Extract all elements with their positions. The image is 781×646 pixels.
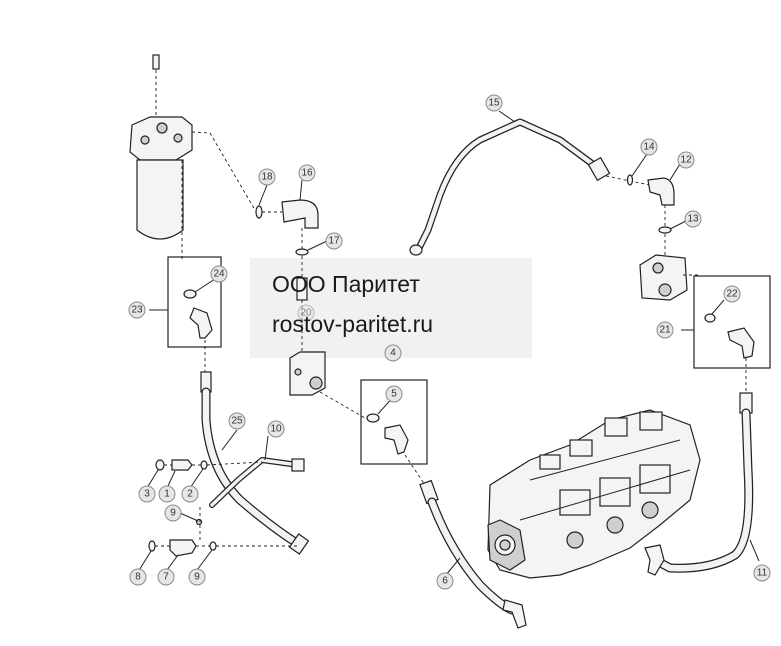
detail-box-23 bbox=[167, 256, 222, 375]
callout-25: 25 bbox=[228, 412, 246, 430]
callout-2: 2 bbox=[181, 485, 199, 503]
callout-20-label: 20 bbox=[300, 308, 312, 319]
callout-21: 21 bbox=[656, 321, 674, 339]
callout-8-label: 8 bbox=[135, 572, 141, 583]
callout-12: 12 bbox=[677, 151, 695, 169]
watermark-company-name: ООО Паритет bbox=[272, 271, 420, 297]
callout-6: 6 bbox=[436, 572, 454, 590]
callout-22: 22 bbox=[723, 285, 741, 303]
callout-9-upper-label: 9 bbox=[170, 508, 176, 519]
callout-9-lower: 9 bbox=[188, 568, 206, 586]
callout-12-label: 12 bbox=[680, 155, 692, 166]
callout-21-label: 21 bbox=[659, 325, 671, 336]
callout-23-label: 23 bbox=[131, 305, 143, 316]
callout-24: 24 bbox=[210, 265, 228, 283]
callout-7: 7 bbox=[157, 568, 175, 586]
callout-18: 18 bbox=[258, 168, 276, 186]
callout-9-lower-label: 9 bbox=[194, 572, 200, 583]
callout-20: 20 bbox=[297, 304, 315, 322]
callout-22-label: 22 bbox=[726, 289, 738, 300]
filter-assembly bbox=[129, 54, 256, 262]
callout-13: 13 bbox=[684, 210, 702, 228]
callout-24-label: 24 bbox=[213, 269, 225, 280]
callout-18-label: 18 bbox=[261, 172, 273, 183]
elbow-fitting-16 bbox=[255, 199, 319, 352]
callout-14: 14 bbox=[640, 138, 658, 156]
callout-9-upper: 9 bbox=[164, 504, 182, 522]
fitting-group-12-13-14 bbox=[626, 174, 675, 258]
detail-box-21 bbox=[693, 275, 771, 395]
fitting-group-7-8-9 bbox=[148, 507, 300, 557]
callout-2-label: 2 bbox=[187, 489, 193, 500]
watermark-background bbox=[250, 258, 532, 358]
block-21 bbox=[639, 254, 700, 301]
tube-10 bbox=[209, 457, 305, 508]
callout-7-label: 7 bbox=[163, 572, 169, 583]
callout-10: 10 bbox=[267, 420, 285, 438]
callout-4: 4 bbox=[384, 344, 402, 362]
tube-15 bbox=[409, 118, 656, 256]
detail-box-4 bbox=[360, 379, 428, 486]
leader-lines bbox=[137, 110, 760, 577]
block-20 bbox=[289, 351, 366, 419]
hose-6 bbox=[419, 479, 527, 629]
hydraulic-pump-assembly bbox=[487, 409, 701, 579]
callout-11: 11 bbox=[753, 564, 771, 582]
fitting-group-1-2-3 bbox=[155, 459, 263, 471]
callout-11-label: 11 bbox=[757, 568, 768, 579]
callout-15: 15 bbox=[485, 94, 503, 112]
callout-1-label: 1 bbox=[164, 489, 170, 500]
callout-25-label: 25 bbox=[231, 416, 243, 427]
callout-3: 3 bbox=[138, 485, 156, 503]
callout-6-label: 6 bbox=[442, 576, 448, 587]
callout-13-label: 13 bbox=[687, 214, 699, 225]
callout-5-label: 5 bbox=[391, 389, 397, 400]
watermark-website: rostov-paritet.ru bbox=[272, 311, 434, 337]
callout-14-label: 14 bbox=[643, 142, 655, 153]
callout-1: 1 bbox=[158, 485, 176, 503]
callout-16: 16 bbox=[298, 164, 316, 182]
callout-5: 5 bbox=[385, 385, 403, 403]
callout-4-label: 4 bbox=[390, 348, 396, 359]
callout-3-label: 3 bbox=[144, 489, 150, 500]
callout-17: 17 bbox=[325, 232, 343, 250]
hose-11 bbox=[644, 392, 754, 576]
callout-10-label: 10 bbox=[270, 424, 282, 435]
hose-25 bbox=[200, 371, 310, 555]
callout-23: 23 bbox=[128, 301, 146, 319]
callout-16-label: 16 bbox=[301, 168, 313, 179]
callout-17-label: 17 bbox=[328, 236, 340, 247]
callout-8: 8 bbox=[129, 568, 147, 586]
callout-15-label: 15 bbox=[488, 98, 500, 109]
